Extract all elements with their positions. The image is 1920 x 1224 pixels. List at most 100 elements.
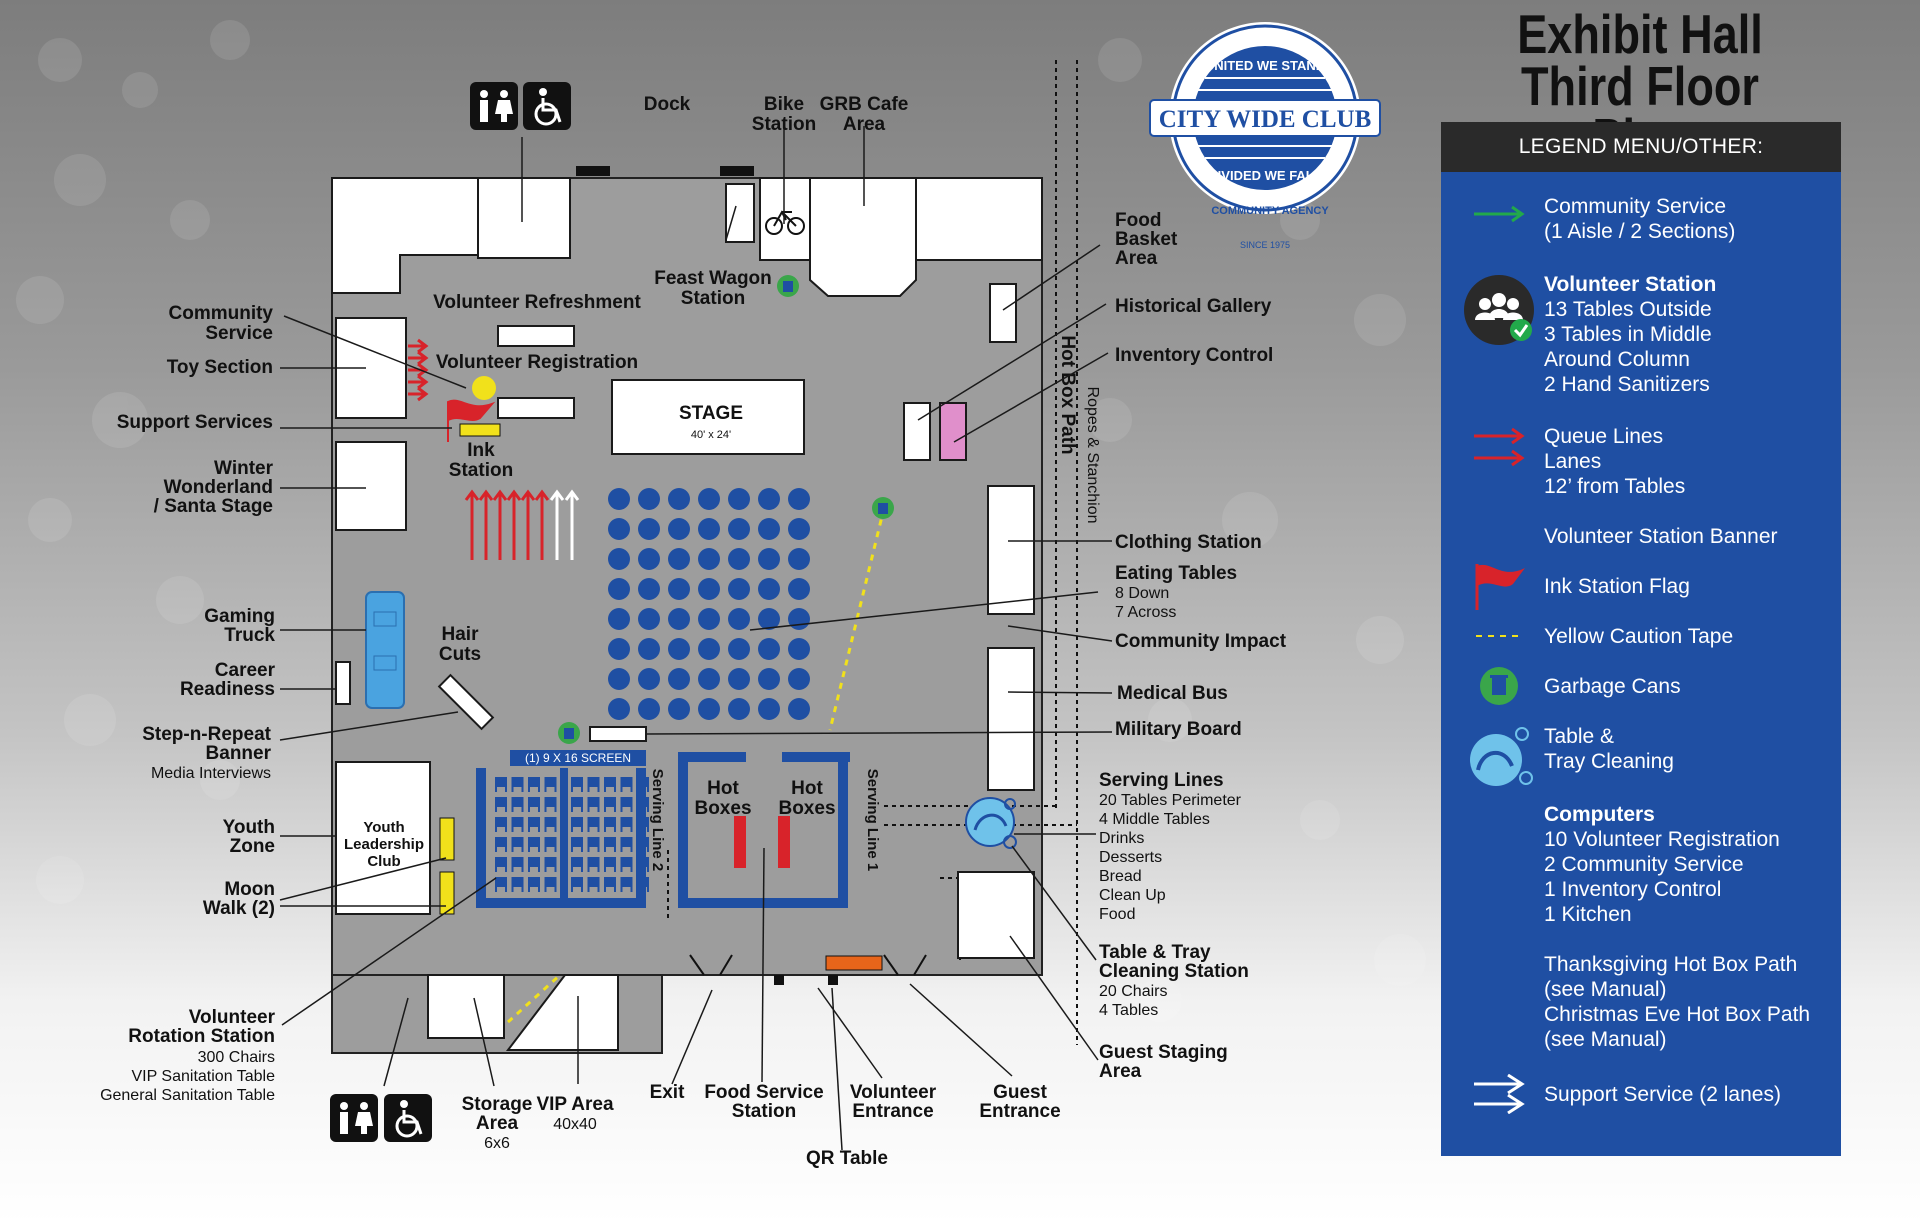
food-basket-room [989, 283, 1017, 343]
eating-table [668, 578, 690, 600]
step-repeat-banner [437, 673, 495, 731]
chair [544, 837, 557, 852]
legend-queue-line1: Queue Lines [1544, 425, 1664, 448]
legend-garbage: Garbage Cans [1441, 666, 1841, 706]
eating-table [608, 488, 630, 510]
volunteer-entrance-mat [825, 955, 883, 971]
serving-lines-label: Serving Lines [1099, 770, 1224, 791]
community-impact-label: Community Impact [1115, 631, 1287, 652]
dock-door-2 [720, 166, 754, 176]
leader-lines [279, 126, 1113, 1151]
legend-computers-line4: 1 Kitchen [1544, 903, 1632, 926]
garbage-can-icon [1463, 666, 1535, 706]
chair [495, 777, 507, 792]
chair [528, 857, 540, 872]
chair [620, 797, 633, 812]
moon-walk-1 [439, 817, 455, 861]
legend-garbage-text: Garbage Cans [1544, 675, 1681, 698]
legend-hot-box-line2: (see Manual) [1544, 978, 1667, 1001]
chair [528, 797, 540, 812]
flag-icon [1463, 560, 1535, 612]
guest-staging-room [957, 871, 1035, 959]
chair [511, 837, 524, 852]
chair [587, 797, 600, 812]
legend-hot-box: Thanksgiving Hot Box Path (see Manual) C… [1441, 952, 1841, 1056]
legend-ink-flag-text: Ink Station Flag [1544, 575, 1690, 598]
chair [571, 857, 583, 872]
legend-caution-tape: Yellow Caution Tape [1441, 624, 1841, 650]
winter-wonderland-room [335, 441, 407, 531]
eating-table [698, 608, 720, 630]
serving-line-2-label: Serving Line 2 [649, 769, 666, 872]
door-swings [689, 954, 927, 976]
eating-table [758, 548, 780, 570]
chair [544, 817, 557, 832]
eating-table [668, 608, 690, 630]
eating-table [698, 668, 720, 690]
wheelchair-icon [523, 82, 571, 130]
storage-room [427, 974, 505, 1039]
legend-computers-line3: 1 Inventory Control [1544, 878, 1722, 901]
chair [587, 817, 600, 832]
legend-hot-box-line1: Thanksgiving Hot Box Path [1544, 953, 1798, 976]
legend-community-service: Community Service (1 Aisle / 2 Sections) [1441, 194, 1841, 250]
chair [495, 877, 507, 892]
qr-table-label: QR Table [806, 1148, 888, 1169]
eating-table [638, 638, 660, 660]
legend-volunteer-station-line4: 2 Hand Sanitizers [1544, 373, 1710, 396]
dock-label: Dock [644, 94, 691, 115]
clothing-station-label: Clothing Station [1115, 532, 1262, 553]
chair [495, 797, 507, 812]
hand-wash-icon [965, 797, 1017, 849]
eating-table [608, 548, 630, 570]
eating-table [758, 668, 780, 690]
caution-tape [828, 507, 886, 731]
volunteer-refreshment-label: Volunteer Refreshment [433, 292, 641, 313]
garbage-can-icon [872, 497, 894, 519]
eating-tables-label: Eating Tables [1115, 563, 1237, 584]
chair [604, 837, 616, 852]
eating-table [728, 578, 750, 600]
gaming-truck [365, 591, 405, 709]
screen-label: (1) 9 X 16 SCREEN [525, 751, 631, 765]
city-wide-club-logo: CITY WIDE CLUB UNITED WE STAND DIVIDED W… [1149, 22, 1381, 250]
eating-table [608, 668, 630, 690]
logo-arc-top: UNITED WE STAND [1205, 58, 1325, 73]
chair [511, 777, 524, 792]
volunteer-station-banner-marker [472, 376, 496, 400]
legend-cleaning-line1: Table & [1544, 725, 1615, 748]
legend-community-service-line2: (1 Aisle / 2 Sections) [1544, 220, 1736, 243]
eating-table [788, 668, 810, 690]
logo-arc-outer: COMMUNITY AGENCY [1211, 205, 1329, 217]
chair [511, 817, 524, 832]
chair [544, 857, 557, 872]
chair [637, 857, 649, 872]
historical-gallery-label: Historical Gallery [1115, 296, 1272, 317]
chair [528, 817, 540, 832]
eating-table [788, 488, 810, 510]
restroom-icon [470, 82, 518, 130]
chair [571, 777, 583, 792]
legend-computers: Computers 10 Volunteer Registration 2 Co… [1441, 802, 1841, 932]
moon-walk-2 [439, 871, 455, 915]
chair [637, 837, 649, 852]
chair [528, 777, 540, 792]
legend-computers-line1: 10 Volunteer Registration [1544, 828, 1780, 851]
hand-wash-icon [1463, 722, 1535, 792]
chair [620, 817, 633, 832]
garbage-can-icon [777, 275, 799, 297]
chair [587, 857, 600, 872]
vip-room [505, 974, 619, 1051]
eating-table [608, 518, 630, 540]
